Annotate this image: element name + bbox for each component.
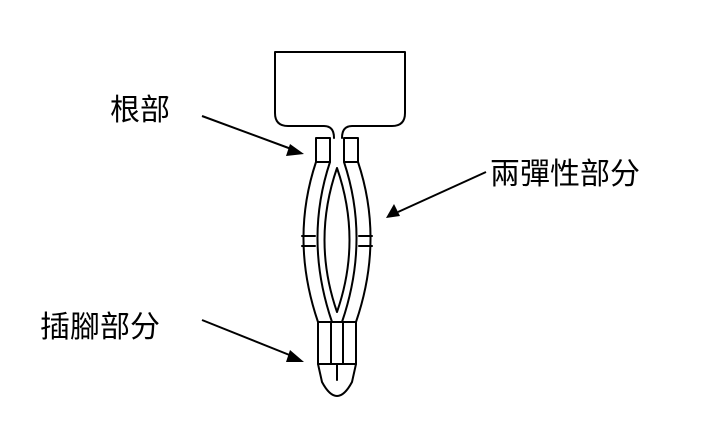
root-label: 根部 xyxy=(110,93,170,128)
root-leader-arrow xyxy=(201,115,304,156)
pin-label: 插腳部分 xyxy=(40,310,160,345)
elastic-leader-arrow xyxy=(386,171,487,218)
elastic-arms xyxy=(301,161,373,323)
pin-head xyxy=(274,51,406,139)
root-section xyxy=(315,137,359,163)
elastic-label: 兩彈性部分 xyxy=(490,157,640,192)
pin-leg-section xyxy=(317,321,357,397)
pin-leader-arrow xyxy=(201,319,304,362)
